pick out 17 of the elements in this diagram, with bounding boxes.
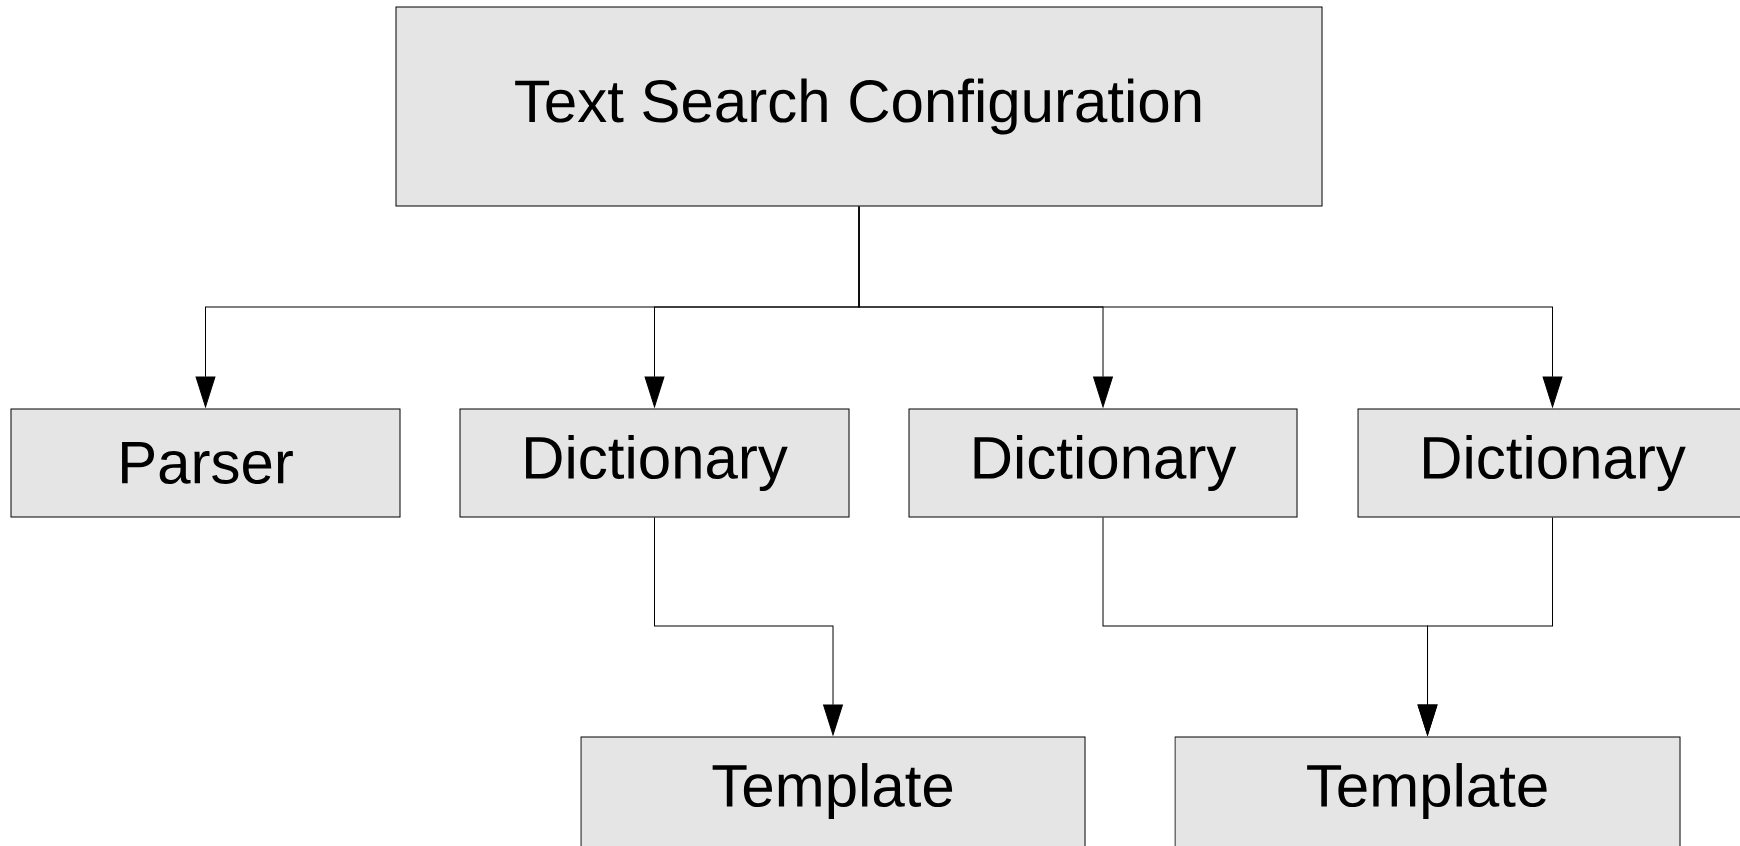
box: [1357, 408, 1740, 518]
box-label: Dictionary: [974, 435, 1237, 491]
arrow: [654, 517, 843, 736]
box: [395, 6, 1323, 207]
box-label: Dictionary: [526, 435, 788, 491]
box-label: Template: [712, 763, 953, 819]
box: [908, 408, 1298, 518]
box: [1174, 736, 1681, 846]
box: [580, 736, 1086, 846]
arrow: [1417, 517, 1553, 736]
box-label: Template: [1307, 763, 1547, 819]
box-label: Text Search Configuration: [515, 78, 1201, 135]
arrow: [858, 206, 1563, 408]
box: [459, 408, 850, 518]
box-label: Parser: [122, 442, 293, 484]
box-label: Dictionary: [1424, 435, 1686, 491]
box: [10, 408, 401, 518]
